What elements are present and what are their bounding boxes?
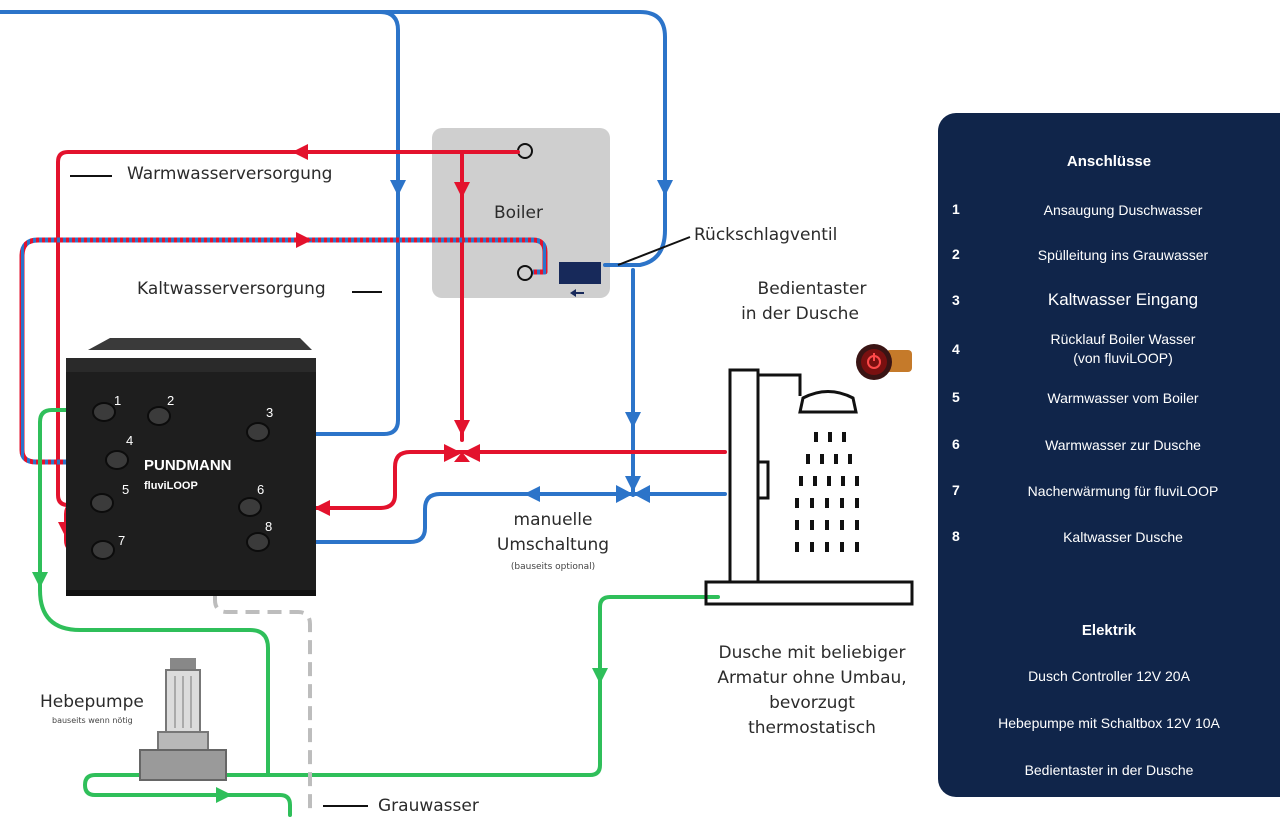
legend-item-number: 4 bbox=[952, 341, 960, 357]
port-6-nozzle bbox=[238, 497, 262, 517]
port-label-3: 3 bbox=[266, 405, 274, 420]
boiler-label: Boiler bbox=[494, 203, 543, 223]
legend-item-text: Kaltwasser Dusche bbox=[1063, 529, 1183, 545]
legend-item-number: 5 bbox=[952, 389, 960, 405]
legend-item-number: 2 bbox=[952, 246, 960, 262]
manuelle-label-3: (bauseits optional) bbox=[510, 562, 596, 572]
port-label-6: 6 bbox=[257, 482, 265, 497]
bedientaster-label-1: Bedientaster bbox=[757, 279, 867, 299]
port-label-2: 2 bbox=[167, 393, 175, 408]
port-4-nozzle bbox=[105, 450, 129, 470]
bedientaster-label-2: in der Dusche bbox=[741, 304, 859, 324]
grauwasser-label: Grauwasser bbox=[378, 796, 479, 816]
grey-flow-arrows bbox=[32, 572, 608, 803]
unit-model: fluviLOOP bbox=[144, 480, 198, 492]
port-label-8: 8 bbox=[265, 519, 273, 534]
elektrik-item: Dusch Controller 12V 20A bbox=[1028, 668, 1190, 684]
warmwasser-label: Warmwasserversorgung bbox=[127, 164, 333, 184]
fluviloop-unit bbox=[66, 338, 316, 596]
port-label-4: 4 bbox=[126, 433, 134, 448]
manuelle-label-2: Umschaltung bbox=[496, 535, 610, 555]
unit-ports bbox=[90, 402, 270, 560]
rueckschlagventil-label: Rückschlagventil bbox=[694, 225, 838, 245]
legend-item-number: 6 bbox=[952, 436, 960, 452]
cold-water-lines bbox=[0, 10, 727, 544]
legend-item-text: Kaltwasser Eingang bbox=[1047, 290, 1199, 309]
hebepumpe-sublabel: bauseits wenn nötig bbox=[52, 716, 133, 725]
legend-title: Anschlüsse bbox=[1066, 153, 1152, 170]
return-flow-arrow bbox=[296, 232, 312, 248]
push-button-icon bbox=[856, 344, 912, 380]
elektrik-item: Hebepumpe mit Schaltbox 12V 10A bbox=[998, 715, 1220, 731]
dusche-label-2: Armatur ohne Umbau, bbox=[717, 668, 907, 688]
hebepumpe-label: Hebepumpe bbox=[40, 692, 144, 712]
port-1-nozzle bbox=[92, 402, 116, 422]
legend-item-number: 7 bbox=[952, 482, 960, 498]
legend-item-text: Rücklauf Boiler Wasser (von fluviLOOP) bbox=[1050, 331, 1196, 366]
check-valve-arrow bbox=[570, 289, 576, 297]
dusche-label-3: bevorzugt bbox=[769, 693, 855, 713]
boiler-return-line bbox=[19, 237, 548, 465]
port-2-nozzle bbox=[147, 406, 171, 426]
elektrik-item: Bedientaster in der Dusche bbox=[1024, 762, 1194, 778]
cold-flow-arrows bbox=[390, 180, 673, 502]
legend-item-text: Spülleitung ins Grauwasser bbox=[1037, 247, 1209, 263]
shower-fixture bbox=[704, 368, 914, 606]
cold-mixing-valve bbox=[616, 485, 650, 503]
port-7-nozzle bbox=[91, 540, 115, 560]
port-3-nozzle bbox=[246, 422, 270, 442]
port-label-1: 1 bbox=[114, 393, 122, 408]
grey-water-lines bbox=[38, 408, 720, 817]
legend-item-text: Nacherwärmung für fluviLOOP bbox=[1027, 483, 1219, 499]
unit-brand: PUNDMANN bbox=[144, 457, 232, 474]
manuelle-label-1: manuelle bbox=[513, 510, 593, 530]
connections-legend-panel: Anschlüsse 1 Ansaugung Duschwasser 2 Spü… bbox=[938, 113, 1280, 797]
legend-item-text: Warmwasser zur Dusche bbox=[1045, 437, 1201, 453]
legend-item-number: 8 bbox=[952, 528, 960, 544]
boiler-return-inlet bbox=[517, 265, 533, 281]
dusche-label-4: thermostatisch bbox=[748, 718, 876, 738]
lifting-pump bbox=[139, 658, 227, 781]
boiler-tank bbox=[432, 128, 610, 298]
check-valve bbox=[559, 262, 601, 284]
shower-water-drops bbox=[795, 432, 859, 552]
label-leader-lines bbox=[70, 175, 691, 807]
port-5-nozzle bbox=[90, 493, 114, 513]
legend-item-number: 3 bbox=[952, 292, 960, 308]
legend-item-text: Warmwasser vom Boiler bbox=[1047, 390, 1199, 406]
port-label-5: 5 bbox=[122, 482, 130, 497]
port-label-7: 7 bbox=[118, 533, 126, 548]
port-8-nozzle bbox=[246, 532, 270, 552]
dusche-label-1: Dusche mit beliebiger bbox=[718, 643, 906, 663]
elektrik-title: Elektrik bbox=[1081, 622, 1137, 639]
legend-item-text: Ansaugung Duschwasser bbox=[1043, 202, 1203, 218]
kaltwasser-label: Kaltwasserversorgung bbox=[137, 279, 326, 299]
legend-item-number: 1 bbox=[952, 201, 960, 217]
